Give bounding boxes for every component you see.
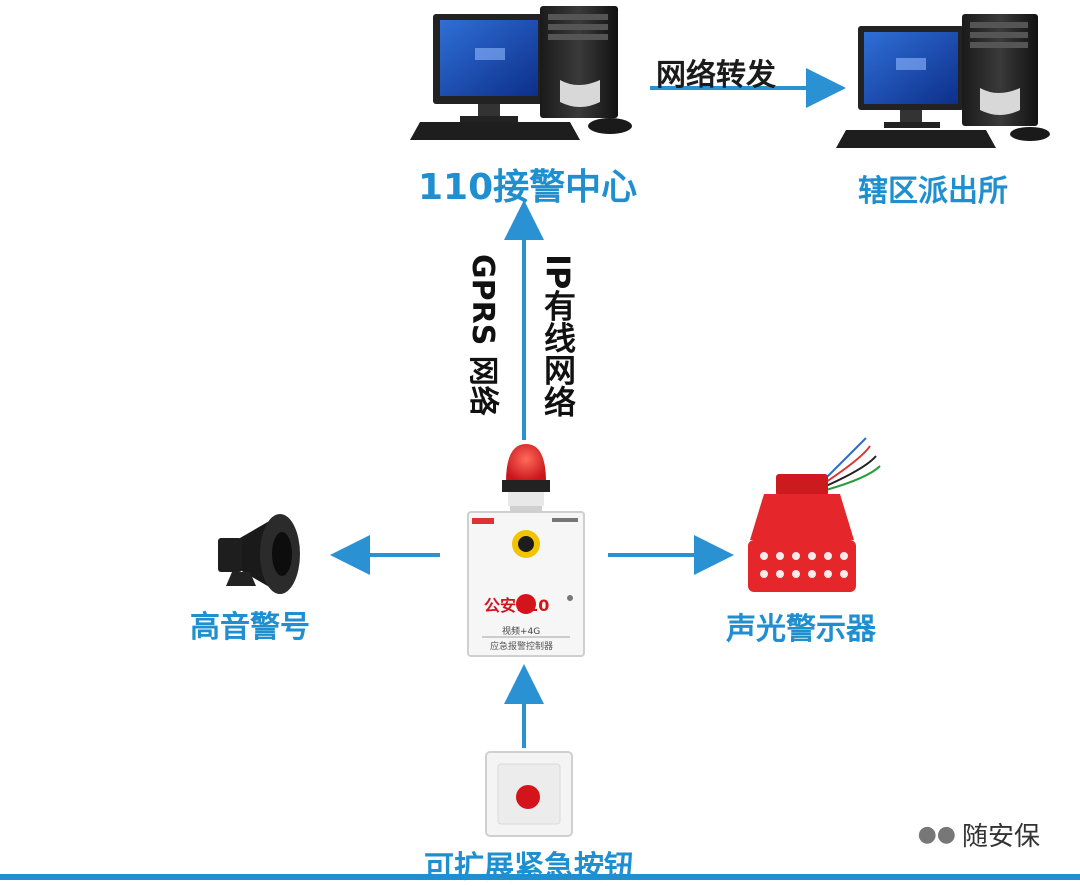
horn-speaker-icon — [218, 514, 300, 594]
label-station: 辖区派出所 — [858, 174, 1008, 209]
device-subtext: 视频+4G — [502, 627, 541, 637]
label-strobe: 声光警示器 — [726, 612, 876, 647]
device-text: 公安110 — [484, 596, 550, 615]
wechat-icon: ●● — [917, 822, 956, 847]
siren-beacon-icon — [502, 444, 550, 514]
computer-station-icon — [836, 14, 1050, 148]
computer-center-icon — [410, 6, 632, 140]
emergency-button-icon — [485, 751, 573, 837]
label-gprs-network: GPRS 网络 — [465, 254, 500, 416]
label-network-forward: 网络转发 — [656, 58, 776, 93]
strobe-alarm-icon — [748, 437, 881, 592]
watermark: ●● 随安保 — [918, 816, 1040, 853]
label-ip-wired-network: IP有线网络 — [539, 254, 577, 418]
label-horn: 高音警号 — [190, 610, 310, 645]
alarm-controller-device — [467, 511, 585, 657]
device-caption: 应急报警控制器 — [490, 642, 554, 652]
label-110-center: 110接警中心 — [418, 167, 638, 208]
watermark-text: 随安保 — [961, 822, 1040, 852]
bottom-strip — [0, 874, 1080, 880]
